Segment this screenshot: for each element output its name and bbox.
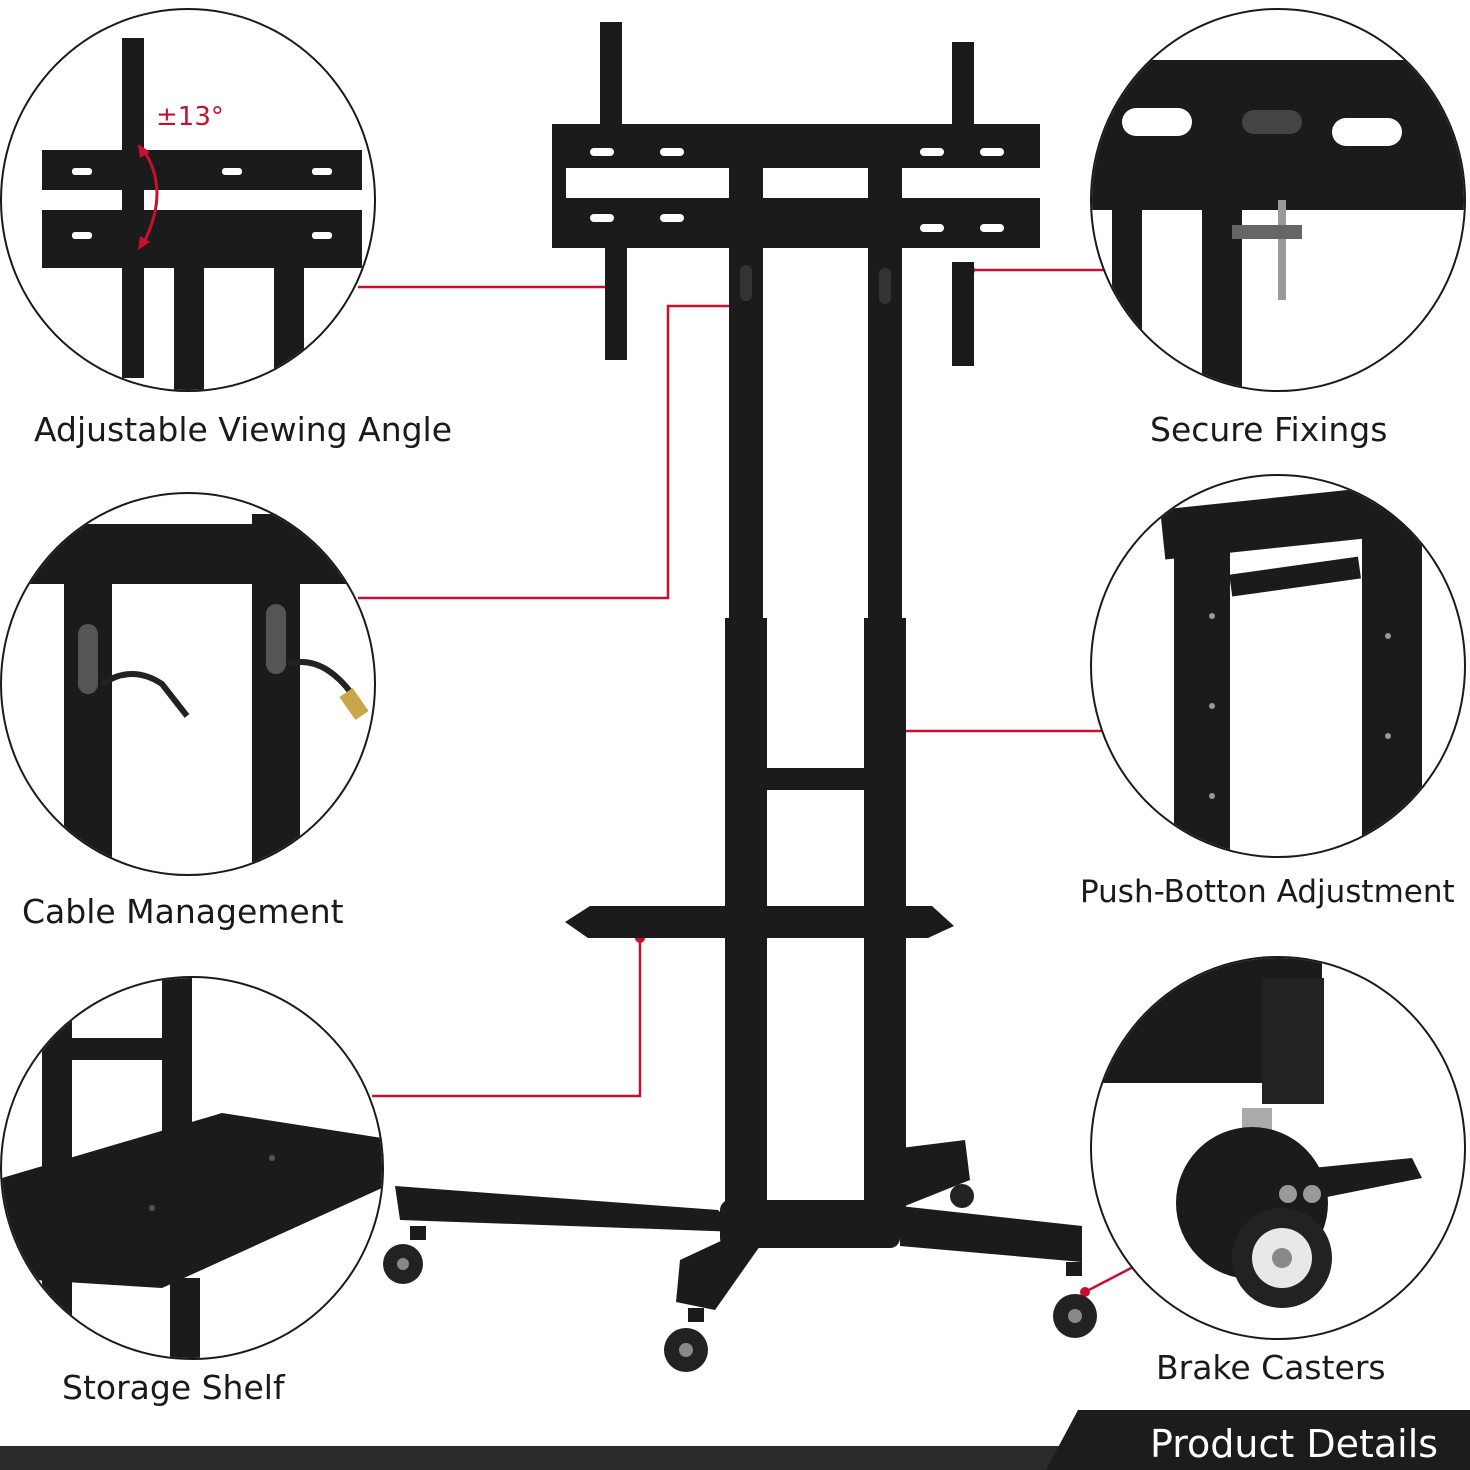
label-brake-casters: Brake Casters [1156, 1348, 1386, 1387]
connector-casters [1084, 1264, 1136, 1294]
label-push-botton-adjustment: Push-Botton Adjustment [1080, 874, 1455, 910]
tilt-angle-callout: ±13° [156, 102, 224, 132]
push-button-closeup [1160, 478, 1464, 856]
cable-management-closeup [22, 514, 369, 874]
footer-title: Product Details [1150, 1422, 1439, 1466]
bracket-tilt-closeup [42, 38, 362, 390]
detail-circle-casters [1090, 956, 1466, 1340]
brake-caster-closeup [1092, 958, 1422, 1308]
storage-shelf-closeup [2, 978, 382, 1358]
label-secure-fixings: Secure Fixings [1150, 410, 1388, 449]
label-storage-shelf: Storage Shelf [62, 1368, 285, 1407]
connector-shelf [372, 938, 642, 1098]
connector-cable [358, 304, 742, 600]
detail-circle-angle: ±13° [0, 8, 376, 392]
footer-tab [1046, 1410, 1470, 1470]
detail-circle-shelf [0, 976, 384, 1360]
label-adjustable-viewing-angle: Adjustable Viewing Angle [34, 410, 453, 449]
label-cable-management: Cable Management [22, 892, 344, 931]
fixing-bolt-closeup [1092, 60, 1464, 390]
detail-circle-push [1090, 474, 1466, 858]
detail-circle-fixings [1090, 8, 1466, 392]
detail-circle-cable [0, 492, 376, 876]
